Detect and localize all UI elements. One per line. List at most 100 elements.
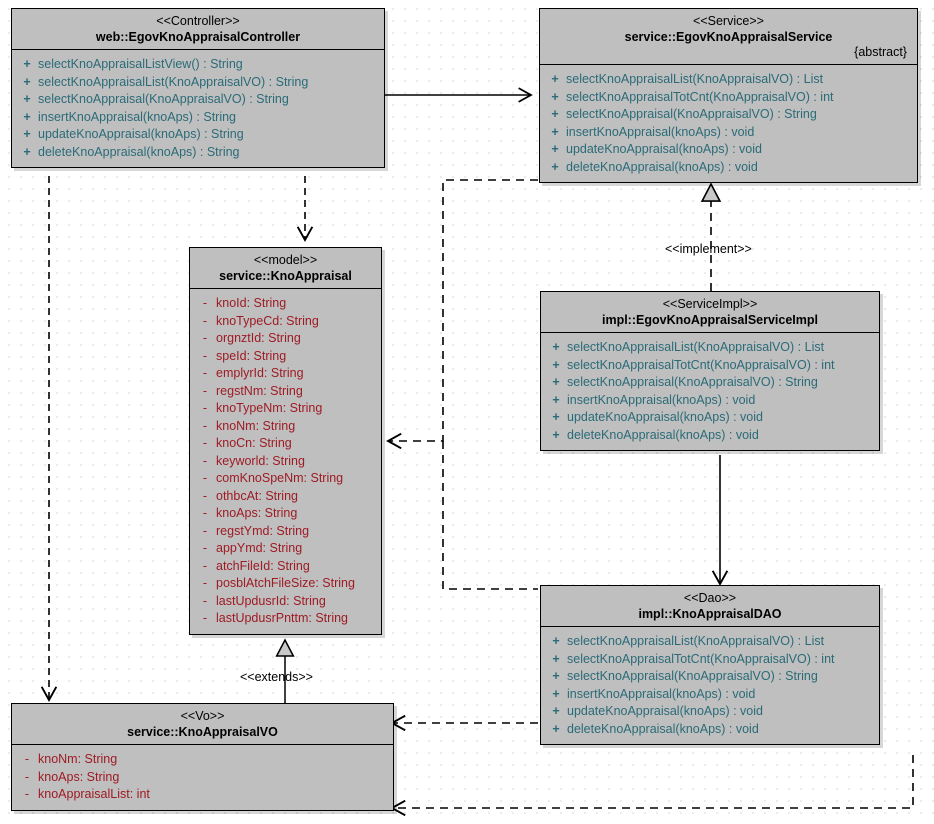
class-stereotype: <<ServiceImpl>>	[662, 297, 758, 311]
class-attribute[interactable]: - comKnoSpeNm: String	[194, 470, 377, 488]
visibility-marker: -	[202, 611, 208, 625]
class-attribute[interactable]: - regstNm: String	[194, 383, 377, 401]
visibility-marker: +	[23, 127, 31, 141]
visibility-marker: -	[202, 453, 208, 468]
class-attribute[interactable]: - speId: String	[194, 348, 377, 366]
operation-signature: selectKnoAppraisalList(KnoAppraisalVO) :…	[567, 340, 825, 354]
visibility-marker: -	[202, 506, 208, 520]
class-attribute[interactable]: - atchFileId: String	[194, 558, 377, 576]
operation-signature: selectKnoAppraisal(KnoAppraisalVO) : Str…	[38, 92, 289, 106]
class-box-service[interactable]: <<Service>> service::EgovKnoAppraisalSer…	[539, 8, 918, 183]
attribute-signature: emplyrId: String	[216, 366, 304, 380]
class-operation[interactable]: + selectKnoAppraisalList(KnoAppraisalVO)…	[545, 633, 875, 651]
class-operation[interactable]: + selectKnoAppraisalList(KnoAppraisalVO)…	[545, 339, 875, 357]
class-attribute[interactable]: - emplyrId: String	[194, 365, 377, 383]
class-box-dao[interactable]: <<Dao>> impl::KnoAppraisalDAO + selectKn…	[540, 585, 880, 745]
class-operation[interactable]: + insertKnoAppraisal(knoAps) : String	[16, 109, 380, 127]
class-attribute[interactable]: - knoAps: String	[16, 769, 389, 787]
visibility-marker: +	[23, 109, 31, 124]
class-stereotype: <<Service>>	[693, 14, 764, 28]
visibility-marker: -	[202, 436, 208, 450]
attribute-signature: knoNm: String	[216, 418, 296, 433]
visibility-marker: +	[551, 89, 559, 104]
visibility-marker: +	[23, 144, 31, 159]
visibility-marker: +	[552, 392, 560, 407]
class-operation[interactable]: + selectKnoAppraisalList(KnoAppraisalVO)…	[544, 71, 913, 89]
class-attribute[interactable]: - appYmd: String	[194, 540, 377, 558]
class-operation[interactable]: + deleteKnoAppraisal(knoAps) : void	[545, 721, 875, 739]
operation-signature: selectKnoAppraisalList(KnoAppraisalVO) :…	[38, 74, 309, 89]
visibility-marker: +	[551, 142, 559, 156]
class-box-model[interactable]: <<model>> service::KnoAppraisal - knoId:…	[189, 247, 382, 635]
class-operation[interactable]: + selectKnoAppraisal(KnoAppraisalVO) : S…	[545, 668, 875, 686]
class-attribute[interactable]: - knoTypeCd: String	[194, 313, 377, 331]
operation-signature: deleteKnoAppraisal(knoAps) : void	[567, 427, 759, 442]
visibility-marker: -	[202, 471, 208, 485]
class-attribute[interactable]: - posblAtchFileSize: String	[194, 575, 377, 593]
visibility-marker: -	[24, 752, 30, 766]
class-name: web::EgovKnoAppraisalController	[95, 30, 301, 44]
class-attribute[interactable]: - regstYmd: String	[194, 523, 377, 541]
class-members-controller: + selectKnoAppraisalListView() : String …	[12, 50, 384, 167]
class-operation[interactable]: + selectKnoAppraisalListView() : String	[16, 56, 380, 74]
class-operation[interactable]: + updateKnoAppraisal(knoAps) : String	[16, 126, 380, 144]
operation-signature: selectKnoAppraisalTotCnt(KnoAppraisalVO)…	[566, 89, 834, 104]
visibility-marker: +	[552, 704, 560, 718]
edge-service-to-model	[386, 179, 538, 450]
class-operation[interactable]: + selectKnoAppraisalTotCnt(KnoAppraisalV…	[545, 357, 875, 375]
class-operation[interactable]: + selectKnoAppraisal(KnoAppraisalVO) : S…	[544, 106, 913, 124]
operation-signature: updateKnoAppraisal(knoAps) : void	[566, 142, 762, 156]
class-operation[interactable]: + deleteKnoAppraisal(knoAps) : void	[544, 159, 913, 177]
class-attribute[interactable]: - lastUpdusrId: String	[194, 593, 377, 611]
class-operation[interactable]: + selectKnoAppraisalList(KnoAppraisalVO)…	[16, 74, 380, 92]
visibility-marker: +	[551, 124, 559, 139]
class-operation[interactable]: + insertKnoAppraisal(knoAps) : void	[544, 124, 913, 142]
class-operation[interactable]: + updateKnoAppraisal(knoAps) : void	[545, 703, 875, 721]
visibility-marker: -	[202, 418, 208, 433]
class-attribute[interactable]: - othbcAt: String	[194, 488, 377, 506]
class-operation[interactable]: + insertKnoAppraisal(knoAps) : void	[545, 392, 875, 410]
class-operation[interactable]: + selectKnoAppraisalTotCnt(KnoAppraisalV…	[545, 651, 875, 669]
visibility-marker: +	[552, 634, 560, 648]
visibility-marker: +	[552, 651, 560, 666]
operation-signature: selectKnoAppraisalTotCnt(KnoAppraisalVO)…	[567, 651, 835, 666]
visibility-marker: +	[23, 57, 31, 71]
class-box-controller[interactable]: <<Controller>> web::EgovKnoAppraisalCont…	[11, 8, 385, 168]
class-stereotype: <<Controller>>	[156, 14, 240, 28]
class-operation[interactable]: + updateKnoAppraisal(knoAps) : void	[545, 409, 875, 427]
class-operation[interactable]: + deleteKnoAppraisal(knoAps) : void	[545, 427, 875, 445]
class-stereotype: <<Vo>>	[180, 709, 225, 723]
class-operation[interactable]: + selectKnoAppraisal(KnoAppraisalVO) : S…	[16, 91, 380, 109]
class-operation[interactable]: + selectKnoAppraisal(KnoAppraisalVO) : S…	[545, 374, 875, 392]
class-members-model: - knoId: String - knoTypeCd: String - or…	[190, 289, 381, 634]
class-attribute[interactable]: - lastUpdusrPnttm: String	[194, 610, 377, 628]
operation-signature: insertKnoAppraisal(knoAps) : void	[567, 392, 756, 407]
attribute-signature: atchFileId: String	[216, 558, 310, 573]
visibility-marker: -	[24, 769, 30, 784]
attribute-signature: knoTypeNm: String	[216, 401, 323, 415]
class-operation[interactable]: + insertKnoAppraisal(knoAps) : void	[545, 686, 875, 704]
attribute-signature: lastUpdusrPnttm: String	[216, 611, 348, 625]
class-box-serviceimpl[interactable]: <<ServiceImpl>> impl::EgovKnoAppraisalSe…	[540, 291, 880, 451]
class-attribute[interactable]: - knoAps: String	[194, 505, 377, 523]
class-attribute[interactable]: - orgnztId: String	[194, 330, 377, 348]
class-box-vo[interactable]: <<Vo>> service::KnoAppraisalVO - knoNm: …	[11, 703, 394, 811]
attribute-signature: knoAps: String	[216, 506, 298, 520]
class-attribute[interactable]: - knoTypeNm: String	[194, 400, 377, 418]
class-attribute[interactable]: - knoId: String	[194, 295, 377, 313]
class-operation[interactable]: + deleteKnoAppraisal(knoAps) : String	[16, 144, 380, 162]
class-attribute[interactable]: - knoNm: String	[194, 418, 377, 436]
visibility-marker: -	[202, 593, 208, 608]
attribute-signature: knoTypeCd: String	[216, 313, 319, 328]
class-attribute[interactable]: - keyworld: String	[194, 453, 377, 471]
visibility-marker: -	[202, 558, 208, 573]
class-attribute[interactable]: - knoCn: String	[194, 435, 377, 453]
class-attribute[interactable]: - knoNm: String	[16, 751, 389, 769]
class-operation[interactable]: + selectKnoAppraisalTotCnt(KnoAppraisalV…	[544, 89, 913, 107]
class-members-service: + selectKnoAppraisalList(KnoAppraisalVO)…	[540, 65, 917, 182]
class-operation[interactable]: + updateKnoAppraisal(knoAps) : void	[544, 141, 913, 159]
class-attribute[interactable]: - knoAppraisalList: int	[16, 786, 389, 804]
operation-signature: updateKnoAppraisal(knoAps) : String	[38, 127, 244, 141]
visibility-marker: -	[202, 348, 208, 363]
attribute-signature: regstYmd: String	[216, 523, 310, 538]
